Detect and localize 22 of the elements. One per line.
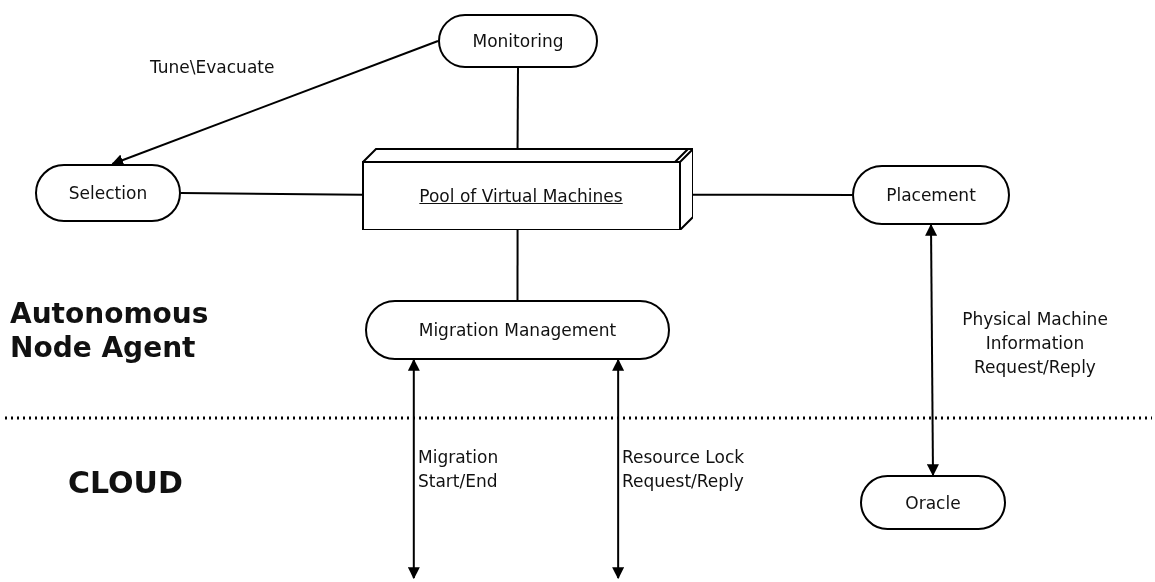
arrow	[111, 40, 439, 166]
box-node	[362, 148, 693, 230]
connector-line	[516, 229, 519, 301]
rounded-node	[438, 14, 598, 68]
rounded-node	[852, 165, 1010, 225]
node-label: Monitoring	[472, 31, 564, 51]
rounded-node	[860, 475, 1006, 530]
arrow	[407, 358, 420, 580]
node-label: Migration Management	[418, 320, 617, 340]
connector-line	[180, 192, 363, 196]
rounded-node	[35, 164, 181, 222]
rounded-node	[365, 300, 670, 360]
connector-line	[692, 193, 853, 196]
node-label: Pool of Virtual Machines	[419, 185, 623, 206]
region-label: Autonomous Node Agent	[10, 297, 210, 365]
arrow	[612, 358, 625, 580]
arrow	[925, 223, 939, 477]
node-label: Selection	[68, 183, 148, 203]
region-label: CLOUD	[68, 465, 183, 501]
connector-line	[516, 67, 519, 149]
node-label: Placement	[886, 185, 976, 205]
node-label: Oracle	[905, 492, 961, 513]
